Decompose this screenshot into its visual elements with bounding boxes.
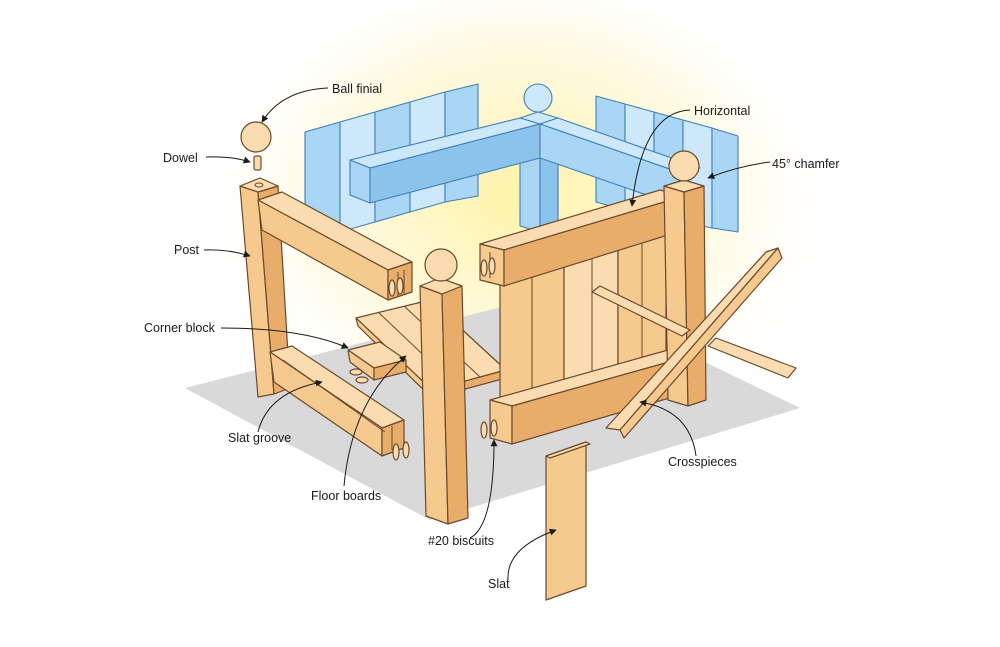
- leader-corner-block: [220, 327, 349, 349]
- leader-slat: [507, 528, 557, 581]
- label-crosspieces: Crosspieces: [668, 455, 737, 469]
- leader-crosspieces: [639, 399, 697, 457]
- leader-biscuits: [469, 439, 498, 539]
- label-horizontal: Horizontal: [694, 104, 750, 118]
- back-horizontal-left: [349, 117, 541, 204]
- left-post: [239, 177, 291, 398]
- leader-post: [203, 249, 251, 258]
- label-slat-groove: Slat groove: [228, 431, 291, 445]
- loose-slat: [545, 441, 591, 601]
- crosspiece-short: [591, 285, 797, 379]
- label-chamfer: 45° chamfer: [772, 157, 840, 171]
- front-ball-finial: [424, 248, 458, 282]
- leader-chamfer: [707, 161, 771, 179]
- label-corner-block: Corner block: [144, 321, 216, 335]
- corner-block: [347, 341, 407, 384]
- loose-dowel: [253, 155, 262, 171]
- front-frame-biscuits: [480, 257, 498, 439]
- label-biscuits: #20 biscuits: [428, 534, 494, 548]
- left-frame-biscuits: [388, 277, 410, 461]
- right-ball-finial: [668, 150, 700, 182]
- back-ball-finial: [523, 83, 553, 113]
- label-ball-finial: Ball finial: [332, 82, 382, 96]
- label-slat: Slat: [488, 577, 510, 591]
- leader-ball-finial: [261, 87, 329, 123]
- leader-horizontal: [629, 109, 691, 207]
- leader-slat-groove: [257, 379, 323, 433]
- loose-ball-finial: [240, 121, 272, 153]
- leader-floor-boards: [343, 355, 407, 487]
- front-post: [419, 248, 469, 525]
- leader-dowel: [205, 156, 251, 164]
- label-floor-boards: Floor boards: [311, 489, 381, 503]
- label-dowel: Dowel: [163, 151, 198, 165]
- left-lower-horizontal: [269, 345, 405, 457]
- crosspiece-long: [605, 247, 783, 439]
- label-post: Post: [174, 243, 200, 257]
- back-horizontal-right: [539, 117, 701, 209]
- front-slat-panel: [499, 217, 667, 417]
